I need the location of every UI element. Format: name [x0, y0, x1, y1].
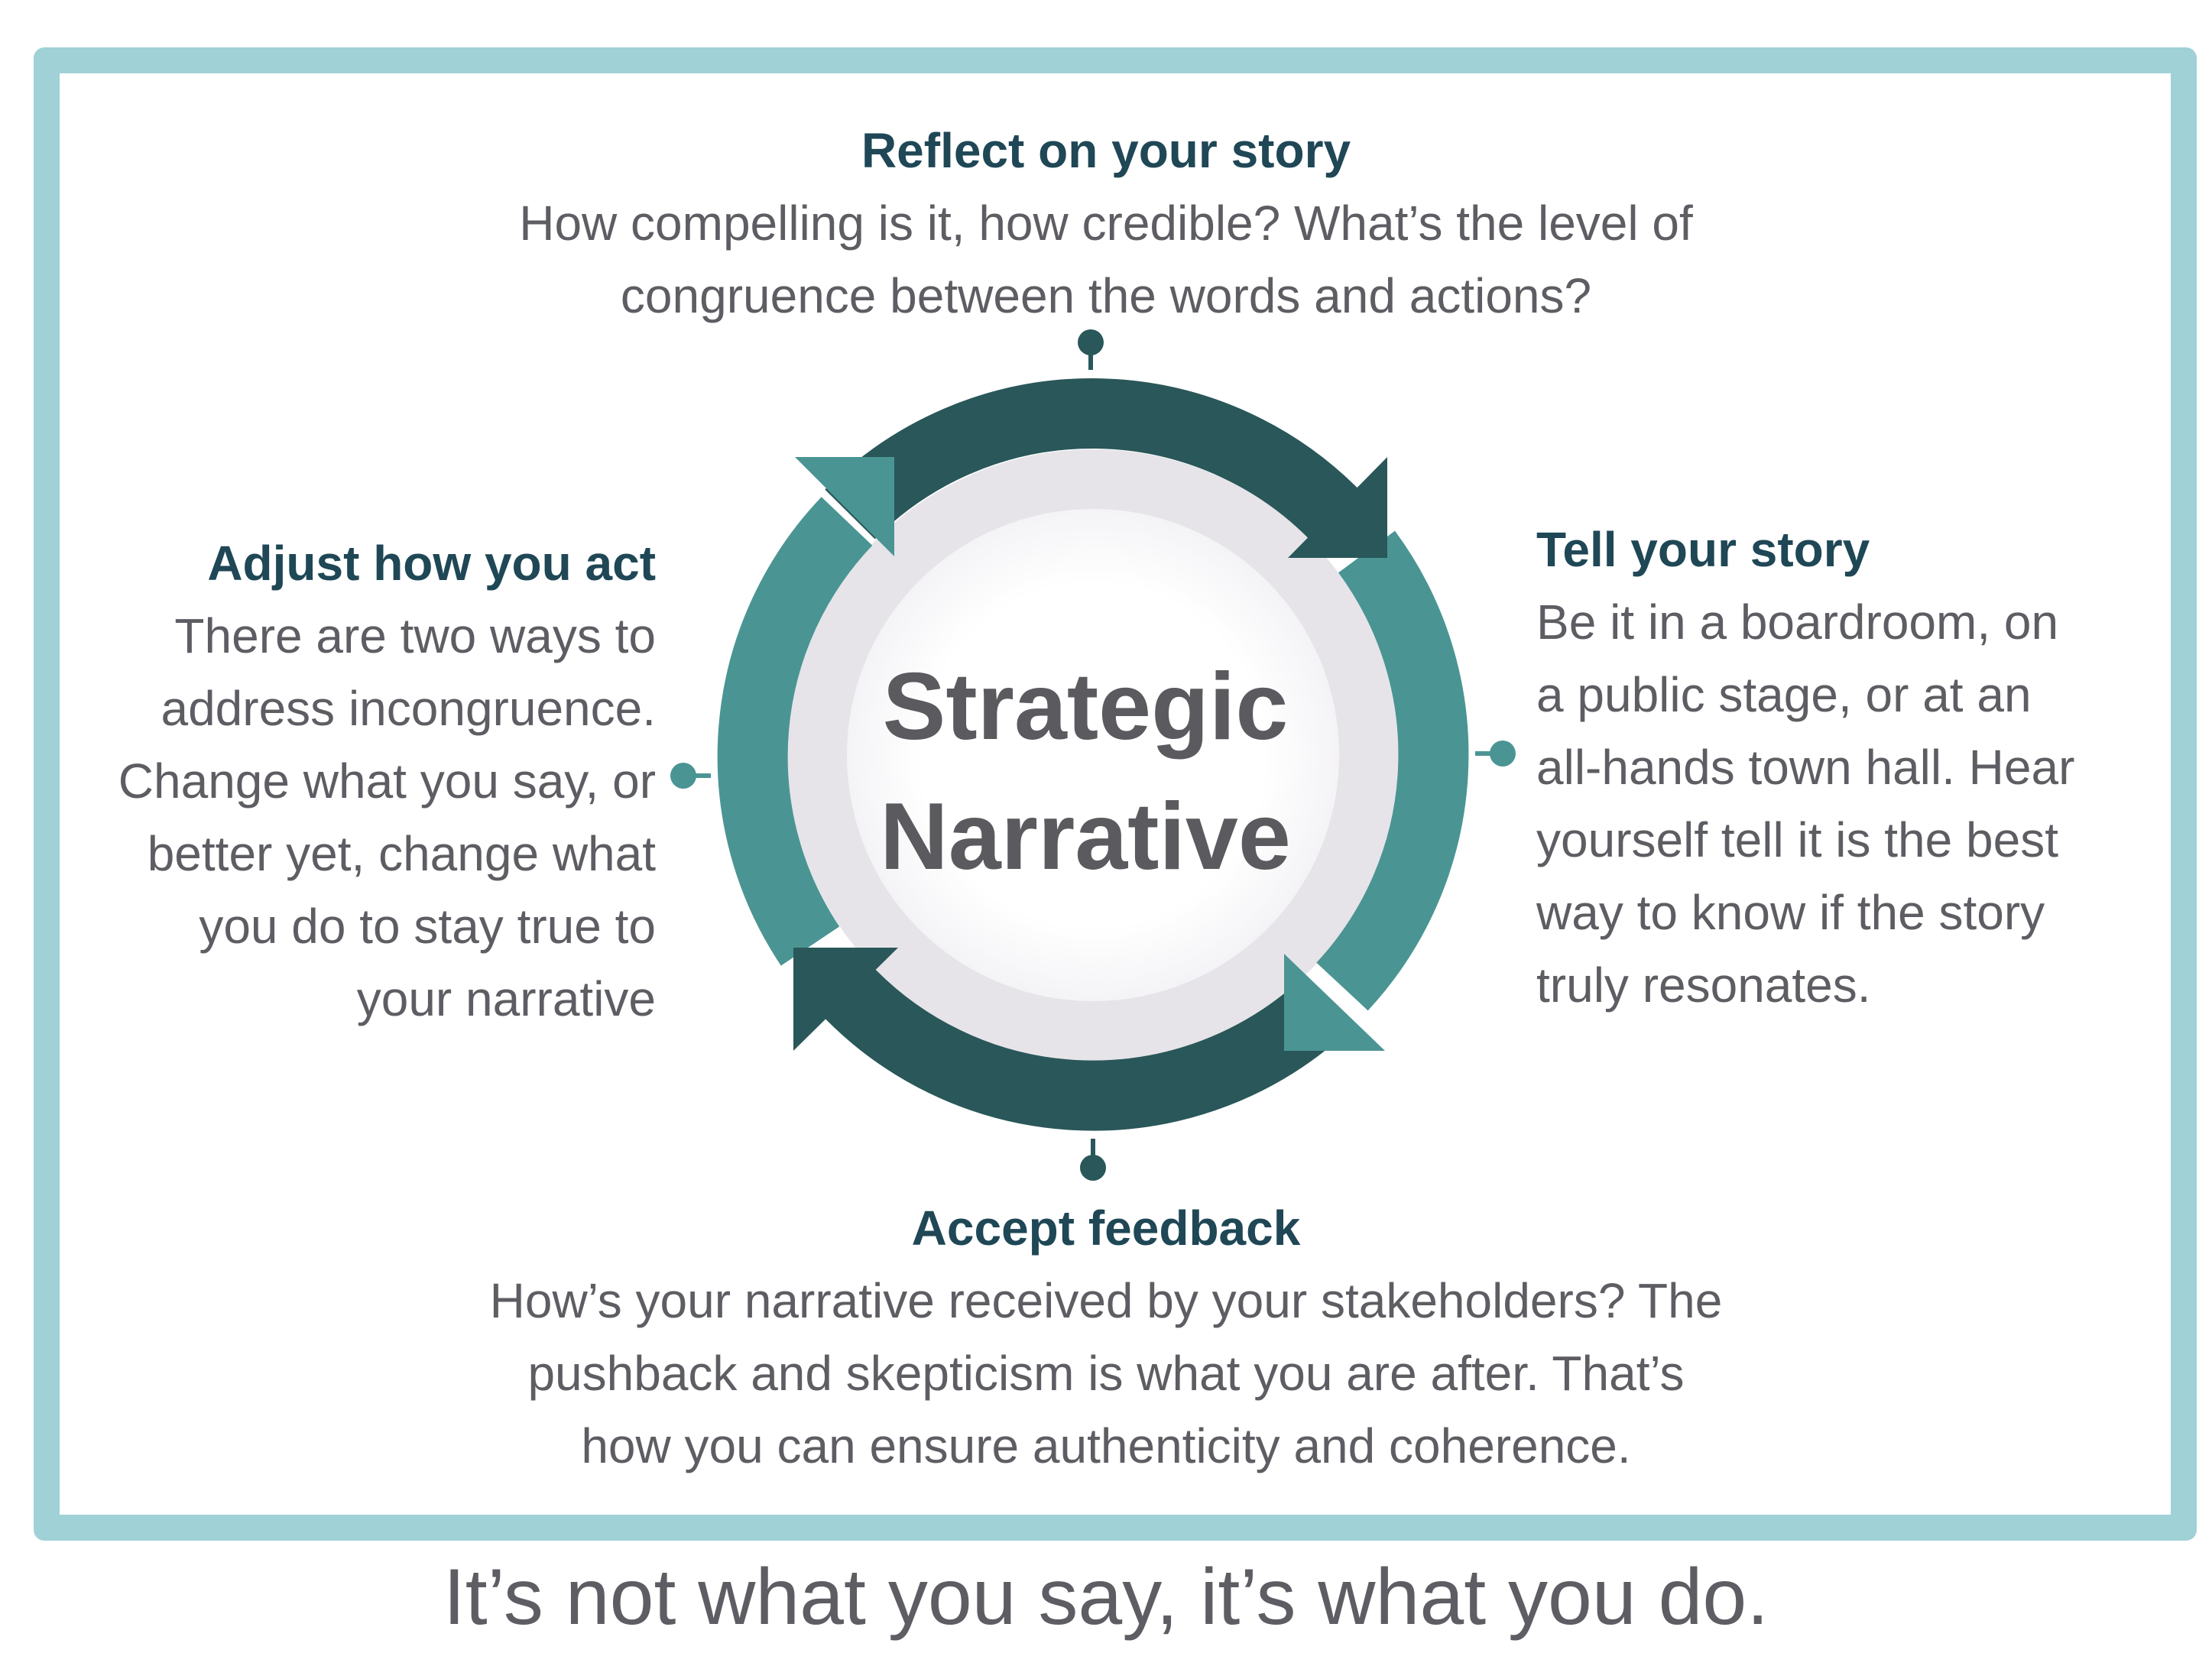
arrowhead-bottom-left	[793, 948, 898, 1051]
step-accept: Accept feedback How’s your narrative rec…	[0, 1192, 2212, 1483]
step-text-line: better yet, change what	[147, 826, 656, 881]
step-text-line: How compelling is it, how credible? What…	[519, 196, 1693, 251]
step-title: Accept feedback	[911, 1201, 1301, 1256]
center-label: Strategic Narrative	[841, 642, 1330, 902]
step-text-line: a public stage, or at an	[1536, 667, 2032, 722]
step-tell: Tell your story Be it in a boardroom, on…	[1536, 514, 2186, 1022]
step-text-line: truly resonates.	[1536, 958, 1871, 1013]
step-text-line: pushback and skepticism is what you are …	[527, 1346, 1685, 1401]
step-text-line: yourself tell it is the best	[1536, 812, 2058, 867]
diagram-frame	[34, 47, 2197, 1541]
step-text-line: congruence between the words and actions…	[620, 268, 1592, 323]
step-adjust: Adjust how you act There are two ways to…	[69, 527, 656, 1036]
step-title: Adjust how you act	[207, 536, 656, 591]
step-text-line: way to know if the story	[1536, 885, 2045, 940]
step-title: Reflect on your story	[861, 123, 1351, 178]
step-text-line: you do to stay true to	[199, 899, 656, 954]
step-text-line: Change what you say, or	[118, 754, 656, 809]
arrow-left-light	[717, 497, 873, 966]
arrow-right-light	[1316, 530, 1469, 1011]
center-label-line1: Strategic	[882, 654, 1289, 760]
inner-disc	[847, 509, 1339, 1001]
step-text-line: How’s your narrative received by your st…	[489, 1273, 1723, 1328]
arrowhead-bottom-right	[1284, 954, 1385, 1051]
connector-top	[1078, 329, 1104, 370]
arrowhead-top-left	[795, 457, 894, 556]
step-title: Tell your story	[1536, 522, 1870, 577]
arrowhead-top-right	[1288, 457, 1387, 558]
step-text-line: all-hands town hall. Hear	[1536, 740, 2075, 795]
connector-bottom	[1080, 1139, 1106, 1181]
tagline: It’s not what you say, it’s what you do.	[443, 1553, 1769, 1642]
step-text-line: address incongruence.	[161, 681, 656, 736]
arrow-top-dark	[825, 378, 1368, 547]
arrow-bottom-dark	[819, 964, 1335, 1131]
step-text-line: your narrative	[356, 971, 656, 1026]
center-label-line2: Narrative	[880, 784, 1291, 890]
step-text-line: how you can ensure authenticity and cohe…	[581, 1418, 1631, 1473]
step-reflect: Reflect on your story How compelling is …	[0, 115, 2212, 332]
connector-right	[1475, 741, 1516, 767]
connector-left	[670, 763, 711, 789]
step-text-line: Be it in a boardroom, on	[1536, 595, 2059, 650]
step-text-line: There are two ways to	[174, 608, 656, 663]
